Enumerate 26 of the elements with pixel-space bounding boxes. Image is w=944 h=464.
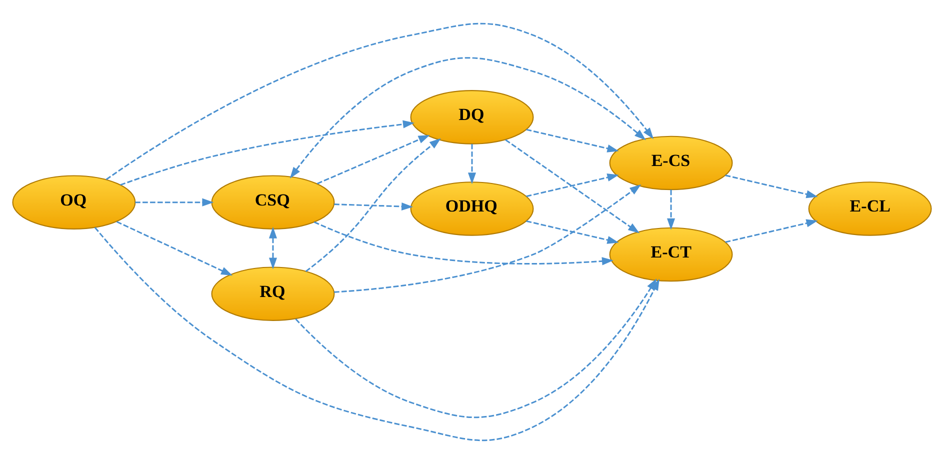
- node-ellipse: ODHQ: [410, 182, 534, 236]
- arrow: [305, 138, 441, 272]
- node-ellipse: CSQ: [211, 175, 335, 230]
- arrow: [316, 134, 430, 184]
- arrow: [334, 184, 642, 293]
- arrow: [135, 198, 214, 206]
- arrow: [290, 57, 646, 178]
- arrow: [526, 128, 619, 152]
- arrow: [526, 174, 619, 198]
- node-ellipse: OQ: [12, 175, 136, 230]
- arrow: [268, 226, 278, 270]
- node-ellipse: E-CL: [808, 182, 932, 236]
- arrow: [666, 190, 676, 230]
- arrow: [725, 174, 818, 198]
- arrow: [505, 139, 640, 234]
- node-ellipse: E-CS: [609, 136, 733, 190]
- arrow: [106, 22, 654, 180]
- arrow: [120, 120, 414, 186]
- arrow: [468, 144, 476, 184]
- arrow: [526, 220, 619, 244]
- node-ellipse: E-CT: [609, 227, 733, 282]
- arrow: [295, 278, 657, 418]
- arrow: [314, 221, 614, 266]
- arrow: [334, 202, 414, 210]
- arrow: [116, 221, 233, 276]
- arrow: [725, 219, 818, 243]
